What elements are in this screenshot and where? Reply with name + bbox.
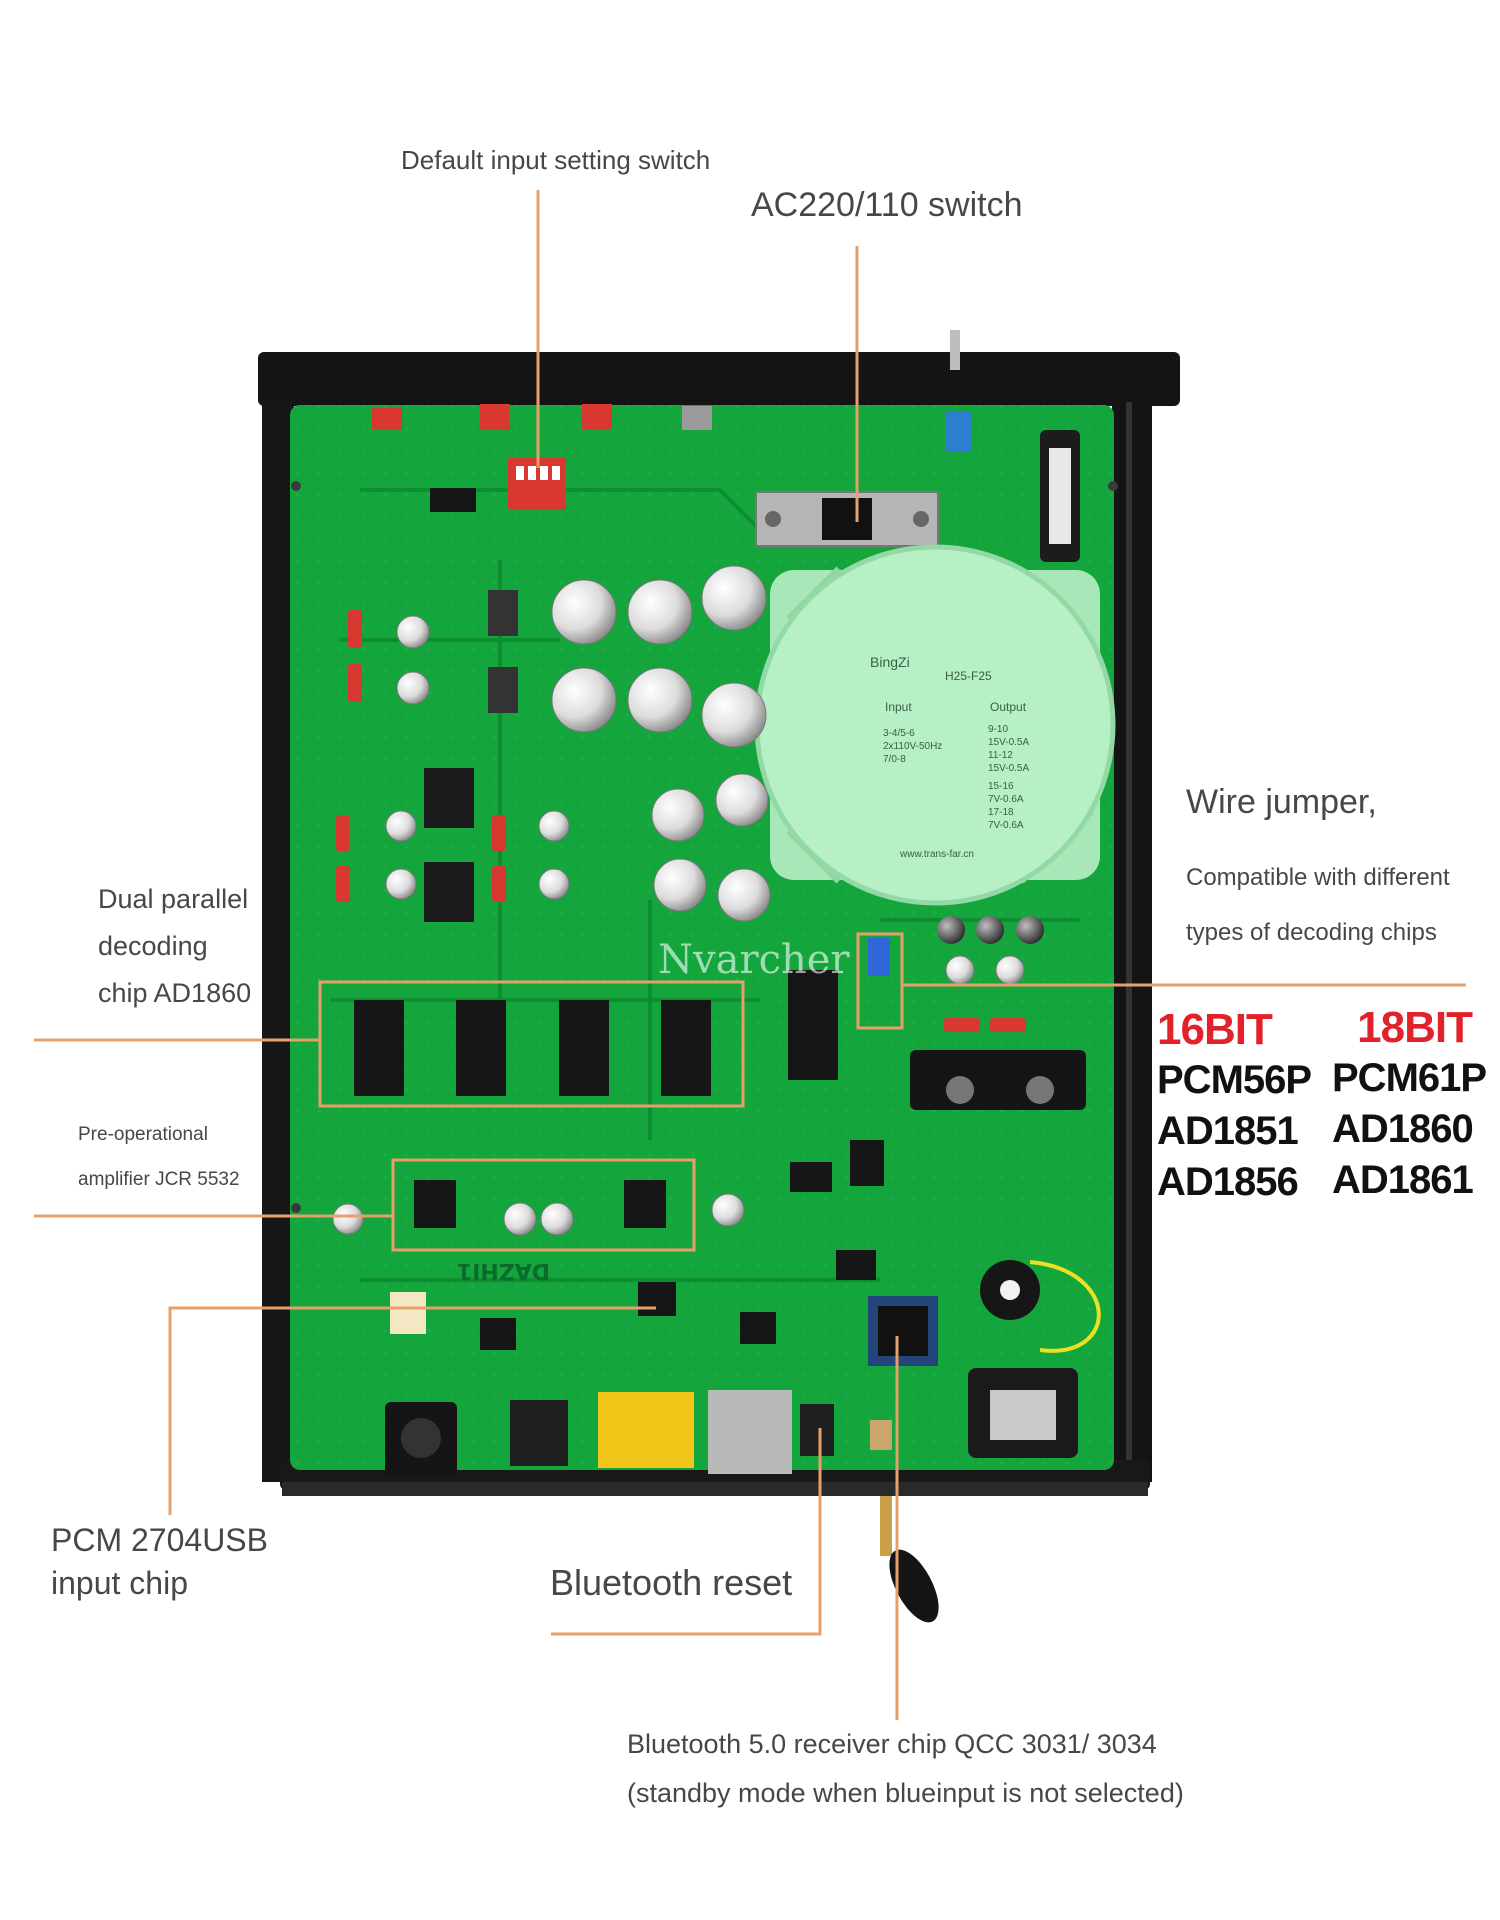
label-bt-reset: Bluetooth reset: [550, 1562, 793, 1603]
label-preamp-line1: Pre-operational: [78, 1124, 208, 1145]
misc-ics: [430, 488, 884, 1350]
label-usb-chip-line1: PCM 2704USB: [51, 1522, 268, 1558]
label-usb-chip-line2: input chip: [51, 1565, 188, 1601]
label-dual-chip-line3: chip AD1860: [98, 978, 252, 1008]
label-dual-chip-line1: Dual parallel: [98, 884, 249, 914]
chip-list-16bit: 16BIT PCM56P AD1851 AD1856: [1157, 1005, 1312, 1208]
dac-chips: [354, 970, 838, 1096]
transformer-brand: BingZi: [870, 654, 910, 670]
transformer-output-line: 15V-0.5A: [988, 763, 1029, 774]
label-wire-jumper-title: Wire jumper,: [1186, 783, 1377, 821]
wire-jumper: [868, 938, 890, 976]
fuse-holder: [1040, 430, 1080, 562]
chip-list-item: AD1861: [1332, 1158, 1474, 1202]
op-amp-chips: [332, 1180, 745, 1236]
watermark: Nvarcher: [658, 937, 850, 983]
transformer-output-line: 15-16: [988, 781, 1014, 792]
chip-list-item: PCM61P: [1332, 1056, 1487, 1100]
voltage-regulators: [424, 590, 1086, 1110]
callout-lines: [34, 190, 1466, 1720]
chip-list-item: AD1860: [1332, 1107, 1474, 1151]
label-bt-chip-line2: (standby mode when blueinput is not sele…: [627, 1778, 1184, 1808]
highlight-boxes: [318, 932, 904, 1252]
label-ac-switch: AC220/110 switch: [751, 186, 1023, 224]
transformer-output-line: 17-18: [988, 807, 1014, 818]
bluetooth-antenna: [880, 1496, 939, 1623]
input-connectors-top: [372, 330, 972, 452]
transformer-output-line: 11-12: [988, 750, 1013, 761]
filter-capacitors: [385, 565, 1044, 985]
usb-input-chip: [638, 1282, 676, 1316]
label-preamp-line2: amplifier JCR 5532: [78, 1169, 240, 1190]
chip-list-item: PCM56P: [1157, 1058, 1312, 1102]
ac-voltage-switch: [755, 491, 939, 547]
chip-list-18bit: 18BIT PCM61P AD1860 AD1861: [1332, 1003, 1487, 1206]
toroidal-transformer: BingZi H25-F25 Input Output 3-4/5-6 2x11…: [754, 544, 1116, 906]
opamp-highlight-box: [391, 1158, 696, 1252]
callout-bt-reset: [551, 1428, 822, 1636]
chip-list-16bit-header: 16BIT: [1157, 1005, 1273, 1054]
transformer-output-title: Output: [990, 700, 1027, 714]
chip-list-item: AD1856: [1157, 1160, 1299, 1204]
label-wire-jumper-line1: Compatible with different: [1186, 864, 1450, 891]
chip-list-item: AD1851: [1157, 1109, 1299, 1153]
film-capacitors: [336, 610, 1026, 1032]
output-connectors-bottom: [385, 1260, 1101, 1476]
transformer-input-line: 3-4/5-6: [883, 728, 915, 739]
transformer-output-line: 7V-0.6A: [988, 820, 1024, 831]
mounting-holes: [291, 481, 1118, 1213]
chip-list-18bit-header: 18BIT: [1357, 1003, 1473, 1052]
transformer-output-line: 15V-0.5A: [988, 737, 1029, 748]
bluetooth-module: [868, 1296, 938, 1366]
label-wire-jumper-line2: types of decoding chips: [1186, 919, 1437, 946]
label-dual-chip-line2: decoding: [98, 931, 208, 961]
label-bt-chip-line1: Bluetooth 5.0 receiver chip QCC 3031/ 30…: [627, 1729, 1157, 1759]
relay: [390, 1292, 426, 1334]
transformer-website: www.trans-far.cn: [899, 849, 974, 860]
transformer-input-line: 2x110V-50Hz: [883, 741, 942, 752]
transformer-output-line: 9-10: [988, 724, 1008, 735]
transformer-output-line: 7V-0.6A: [988, 794, 1024, 805]
label-input-switch: Default input setting switch: [401, 145, 711, 175]
pcb-marking: DAZHI1: [457, 1258, 550, 1283]
callout-usb: [168, 1306, 656, 1515]
jumper-highlight-box: [856, 932, 904, 1030]
transformer-input-line: 7/0-8: [883, 754, 906, 765]
dac-highlight-box: [318, 980, 745, 1108]
transformer-model: H25-F25: [945, 669, 992, 683]
transformer-input-title: Input: [885, 700, 912, 714]
